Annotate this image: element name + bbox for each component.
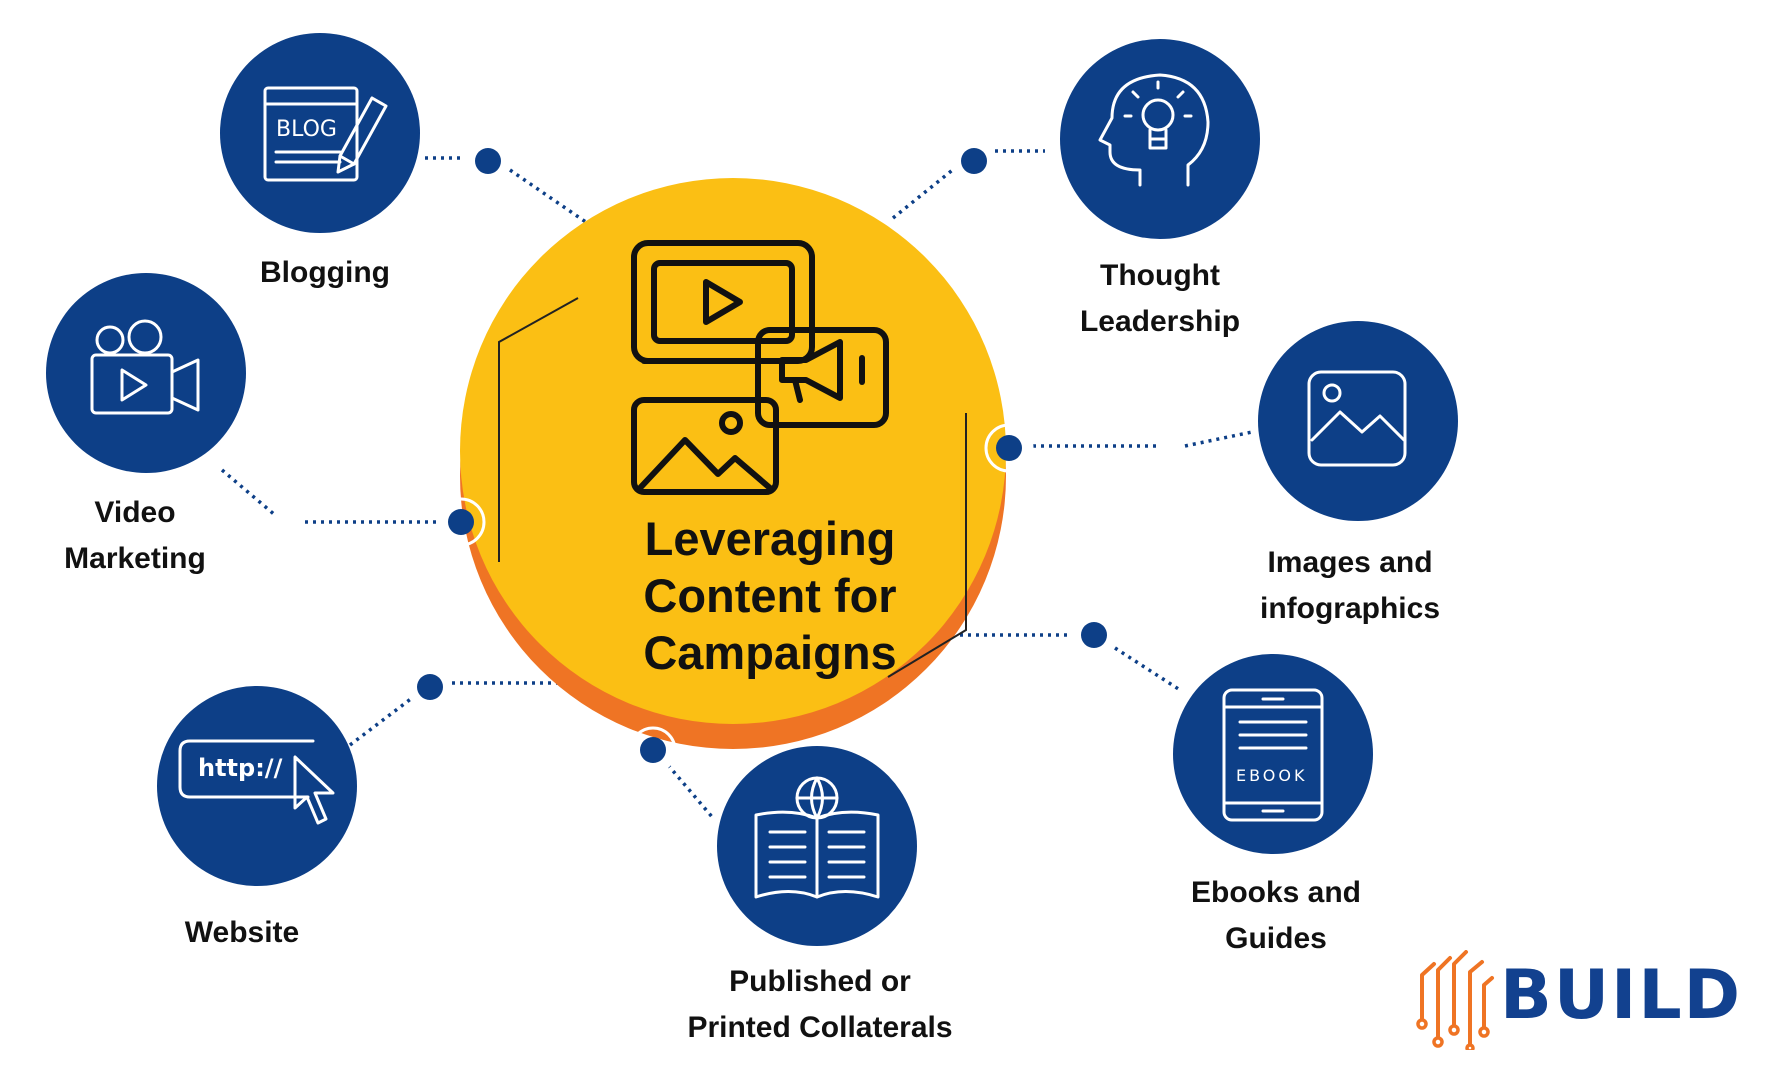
ebook-tablet-icon: EBOOK bbox=[1222, 688, 1324, 822]
dot-ebooks bbox=[1081, 622, 1107, 648]
label-ebooks-line-1: Ebooks and bbox=[1190, 876, 1362, 909]
head-lightbulb-icon bbox=[1098, 73, 1210, 187]
label-images-line-2: infographics bbox=[1259, 592, 1440, 625]
ring-published bbox=[629, 726, 677, 774]
hub-deco-right bbox=[887, 413, 967, 678]
connector-dots bbox=[417, 148, 1107, 763]
media-content-icon bbox=[631, 240, 889, 495]
connector-video-a bbox=[220, 468, 277, 517]
hub-title: Leveraging Content for Campaigns bbox=[560, 510, 980, 681]
ebook-icon-text: EBOOK bbox=[1236, 766, 1307, 785]
dot-rings bbox=[436, 423, 1034, 774]
label-published-line-1: Published or bbox=[729, 965, 911, 998]
label-video: Video Marketing bbox=[35, 490, 235, 582]
dot-images bbox=[996, 435, 1022, 461]
node-website bbox=[157, 686, 357, 886]
brand-name: BUILD bbox=[1500, 956, 1743, 1035]
ring-images bbox=[984, 423, 1034, 473]
label-thought-line-1: Thought bbox=[1100, 259, 1220, 292]
connector-website-a bbox=[348, 696, 414, 747]
hub bbox=[460, 178, 1006, 749]
hub-circle bbox=[460, 178, 1006, 724]
hub-title-line-2: Content for bbox=[643, 569, 897, 622]
hub-title-line-1: Leveraging bbox=[644, 512, 896, 565]
connector-published bbox=[666, 763, 715, 820]
dot-published bbox=[640, 737, 666, 763]
node-ebooks bbox=[1173, 654, 1373, 854]
website-icon-text: http:// bbox=[198, 754, 283, 782]
hub-title-line-3: Campaigns bbox=[643, 626, 897, 679]
label-images-line-1: Images and bbox=[1267, 546, 1433, 579]
label-thought: Thought Leadership bbox=[1050, 253, 1270, 345]
label-blogging: Blogging bbox=[225, 250, 425, 296]
label-thought-line-2: Leadership bbox=[1079, 305, 1241, 338]
label-published-line-2: Printed Collaterals bbox=[687, 1011, 953, 1044]
connector-thought-a bbox=[891, 166, 957, 220]
label-video-line-2: Marketing bbox=[64, 542, 206, 575]
open-book-icon bbox=[754, 776, 880, 899]
label-blogging-line-1: Blogging bbox=[260, 256, 390, 289]
dot-thought bbox=[961, 148, 987, 174]
connector-ebooks-b bbox=[1114, 646, 1181, 692]
label-images: Images and infographics bbox=[1230, 540, 1470, 632]
blog-icon: BLOG bbox=[263, 86, 388, 182]
dot-blogging bbox=[475, 148, 501, 174]
label-website-line-1: Website bbox=[184, 916, 300, 949]
label-published: Published or Printed Collaterals bbox=[660, 959, 980, 1051]
label-video-line-1: Video bbox=[94, 496, 176, 529]
connectors bbox=[220, 149, 1253, 820]
dot-website bbox=[417, 674, 443, 700]
label-website: Website bbox=[142, 910, 342, 956]
label-ebooks: Ebooks and Guides bbox=[1156, 870, 1396, 962]
node-blogging bbox=[220, 33, 420, 233]
connector-images-b bbox=[1184, 430, 1253, 448]
circuit-logo-icon bbox=[1416, 950, 1494, 1050]
video-camera-icon bbox=[90, 319, 200, 415]
label-ebooks-line-2: Guides bbox=[1225, 922, 1327, 955]
website-cursor-icon: http:// bbox=[178, 739, 335, 825]
image-icon bbox=[1307, 370, 1407, 467]
blog-icon-text: BLOG bbox=[276, 117, 337, 142]
dot-video bbox=[448, 509, 474, 535]
hub-deco-left bbox=[498, 297, 579, 562]
brand-logo: BUILD bbox=[1410, 950, 1740, 1050]
node-video bbox=[46, 273, 246, 473]
ring-video bbox=[436, 497, 486, 547]
node-images bbox=[1258, 321, 1458, 521]
